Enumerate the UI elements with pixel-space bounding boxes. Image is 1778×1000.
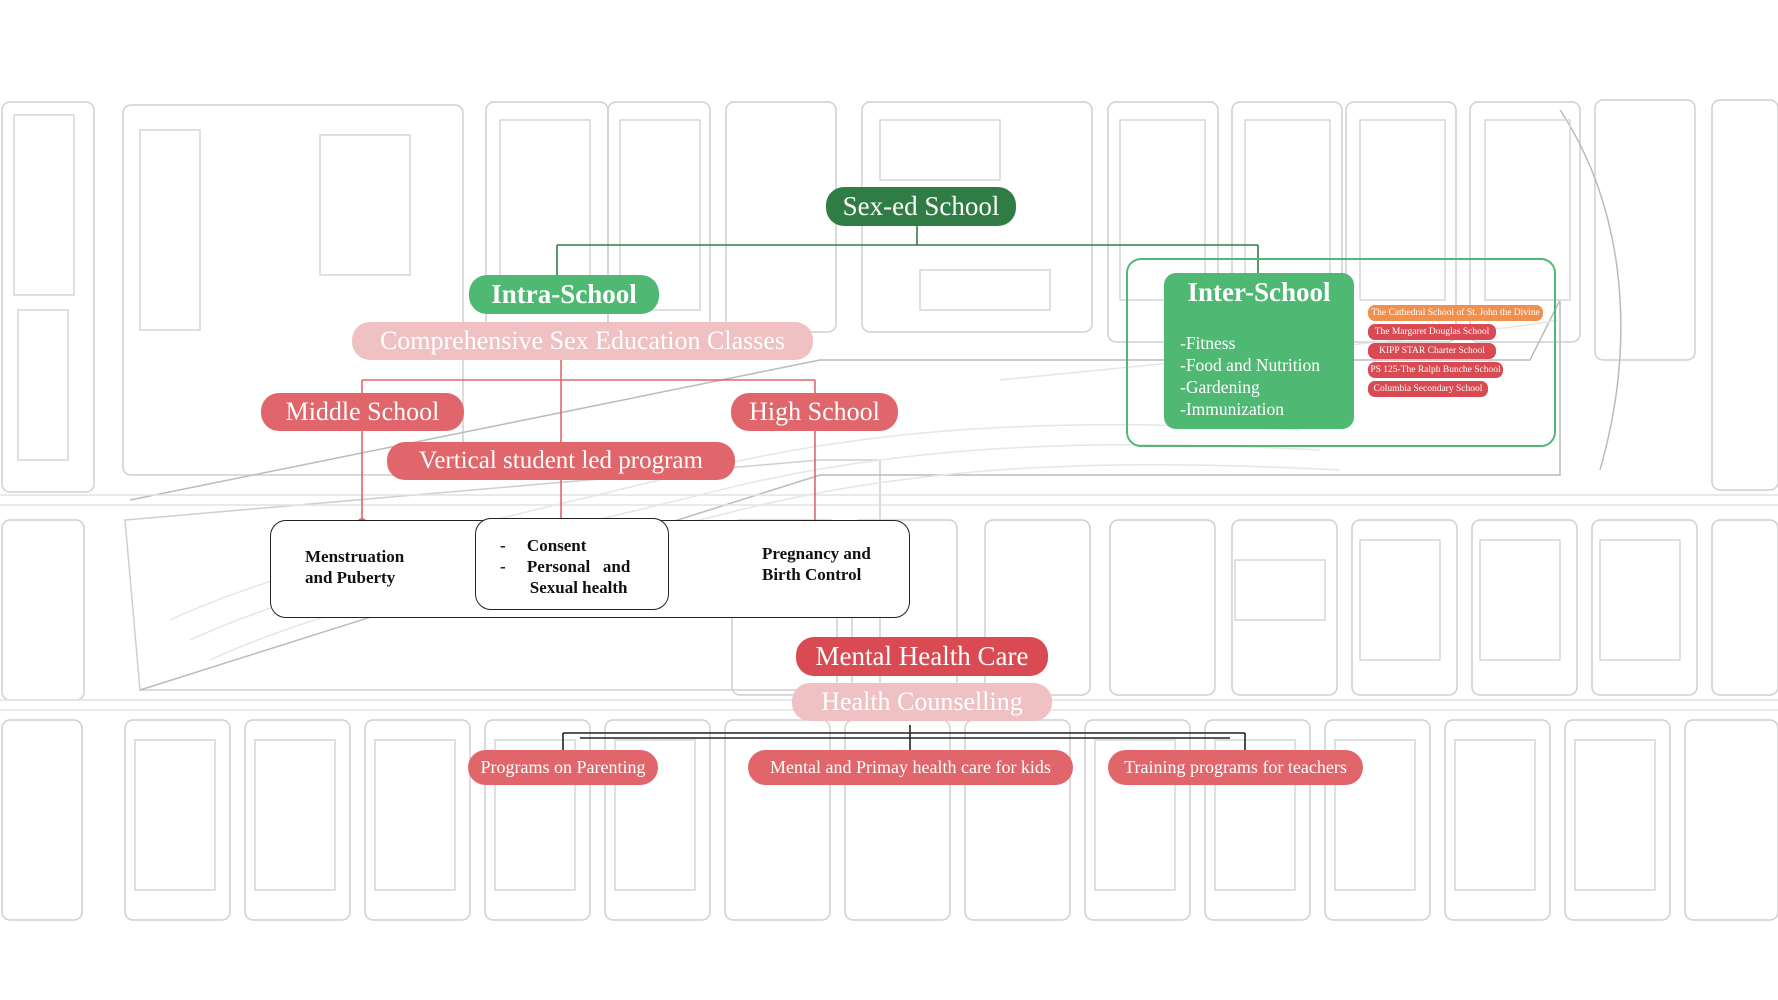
program-teachers: Training programs for teachers [1108, 750, 1363, 785]
inter-item: -Gardening [1180, 377, 1260, 397]
intra-school-node: Intra-School [469, 275, 659, 314]
consent-box [475, 518, 669, 610]
sex-ed-school-node: Sex-ed School [826, 187, 1016, 226]
inter-school-title: Inter-School [1187, 277, 1331, 307]
school-tag: The Margaret Douglas School [1368, 324, 1496, 340]
inter-school-card: Inter-School -Fitness -Food and Nutritio… [1164, 273, 1354, 429]
pregnancy-label: Pregnancy and Birth Control [762, 544, 871, 584]
inter-item: -Immunization [1180, 399, 1285, 419]
school-tag: Columbia Secondary School [1368, 381, 1488, 397]
inter-item: -Fitness [1180, 333, 1236, 353]
inter-item: -Food and Nutrition [1180, 355, 1320, 375]
menstruation-label: Menstruation and Puberty [305, 547, 405, 587]
consent-label: - Consent - Personal and Sexual health [500, 536, 631, 597]
comprehensive-classes-node: Comprehensive Sex Education Classes [352, 322, 813, 360]
inter-school-frame [1126, 258, 1556, 447]
school-tag: PS 125-The Ralph Bunche School [1368, 362, 1503, 378]
program-parenting: Programs on Parenting [468, 750, 658, 785]
middle-school-node: Middle School [261, 393, 464, 431]
high-school-node: High School [731, 393, 898, 431]
school-tag: The Cathedral School of St. John the Div… [1368, 305, 1543, 321]
mental-health-care-node: Mental Health Care [796, 637, 1048, 676]
vertical-program-node: Vertical student led program [387, 442, 735, 480]
program-kids-health: Mental and Primay health care for kids [748, 750, 1073, 785]
health-counselling-node: Health Counselling [792, 683, 1052, 721]
school-tag: KIPP STAR Charter School [1368, 343, 1496, 359]
